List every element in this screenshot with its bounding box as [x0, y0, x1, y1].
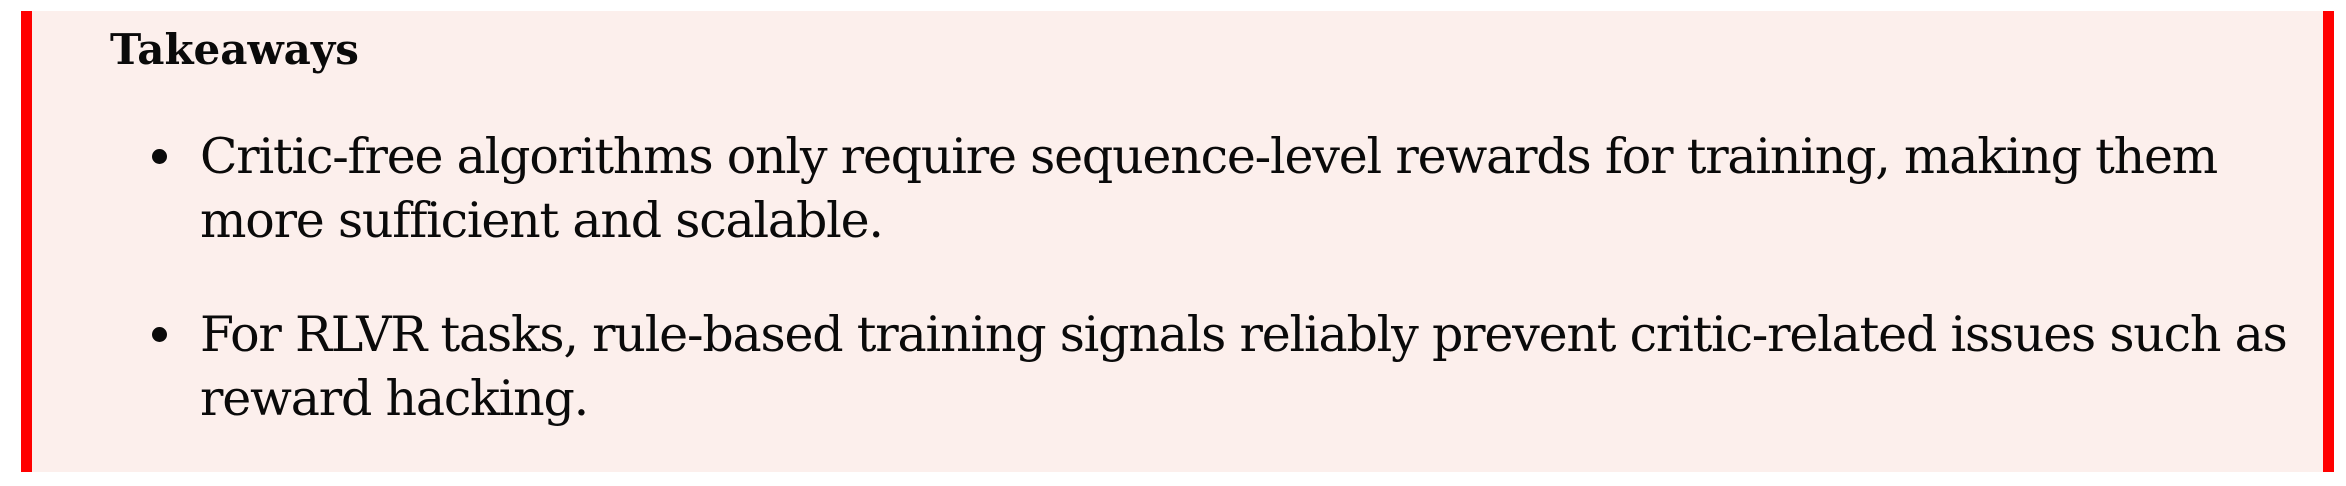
bullet-icon	[152, 327, 167, 342]
list-item-text: For RLVR tasks, rule-based training sign…	[200, 306, 2288, 427]
bullet-icon	[152, 149, 167, 164]
takeaway-list: Critic-free algorithms only require sequ…	[110, 125, 2293, 431]
takeaways-callout-box: Takeaways Critic-free algorithms only re…	[21, 11, 2334, 472]
callout-title: Takeaways	[110, 25, 359, 74]
list-item: For RLVR tasks, rule-based training sign…	[152, 303, 2293, 431]
list-item: Critic-free algorithms only require sequ…	[152, 125, 2293, 253]
list-item-text: Critic-free algorithms only require sequ…	[200, 128, 2218, 249]
